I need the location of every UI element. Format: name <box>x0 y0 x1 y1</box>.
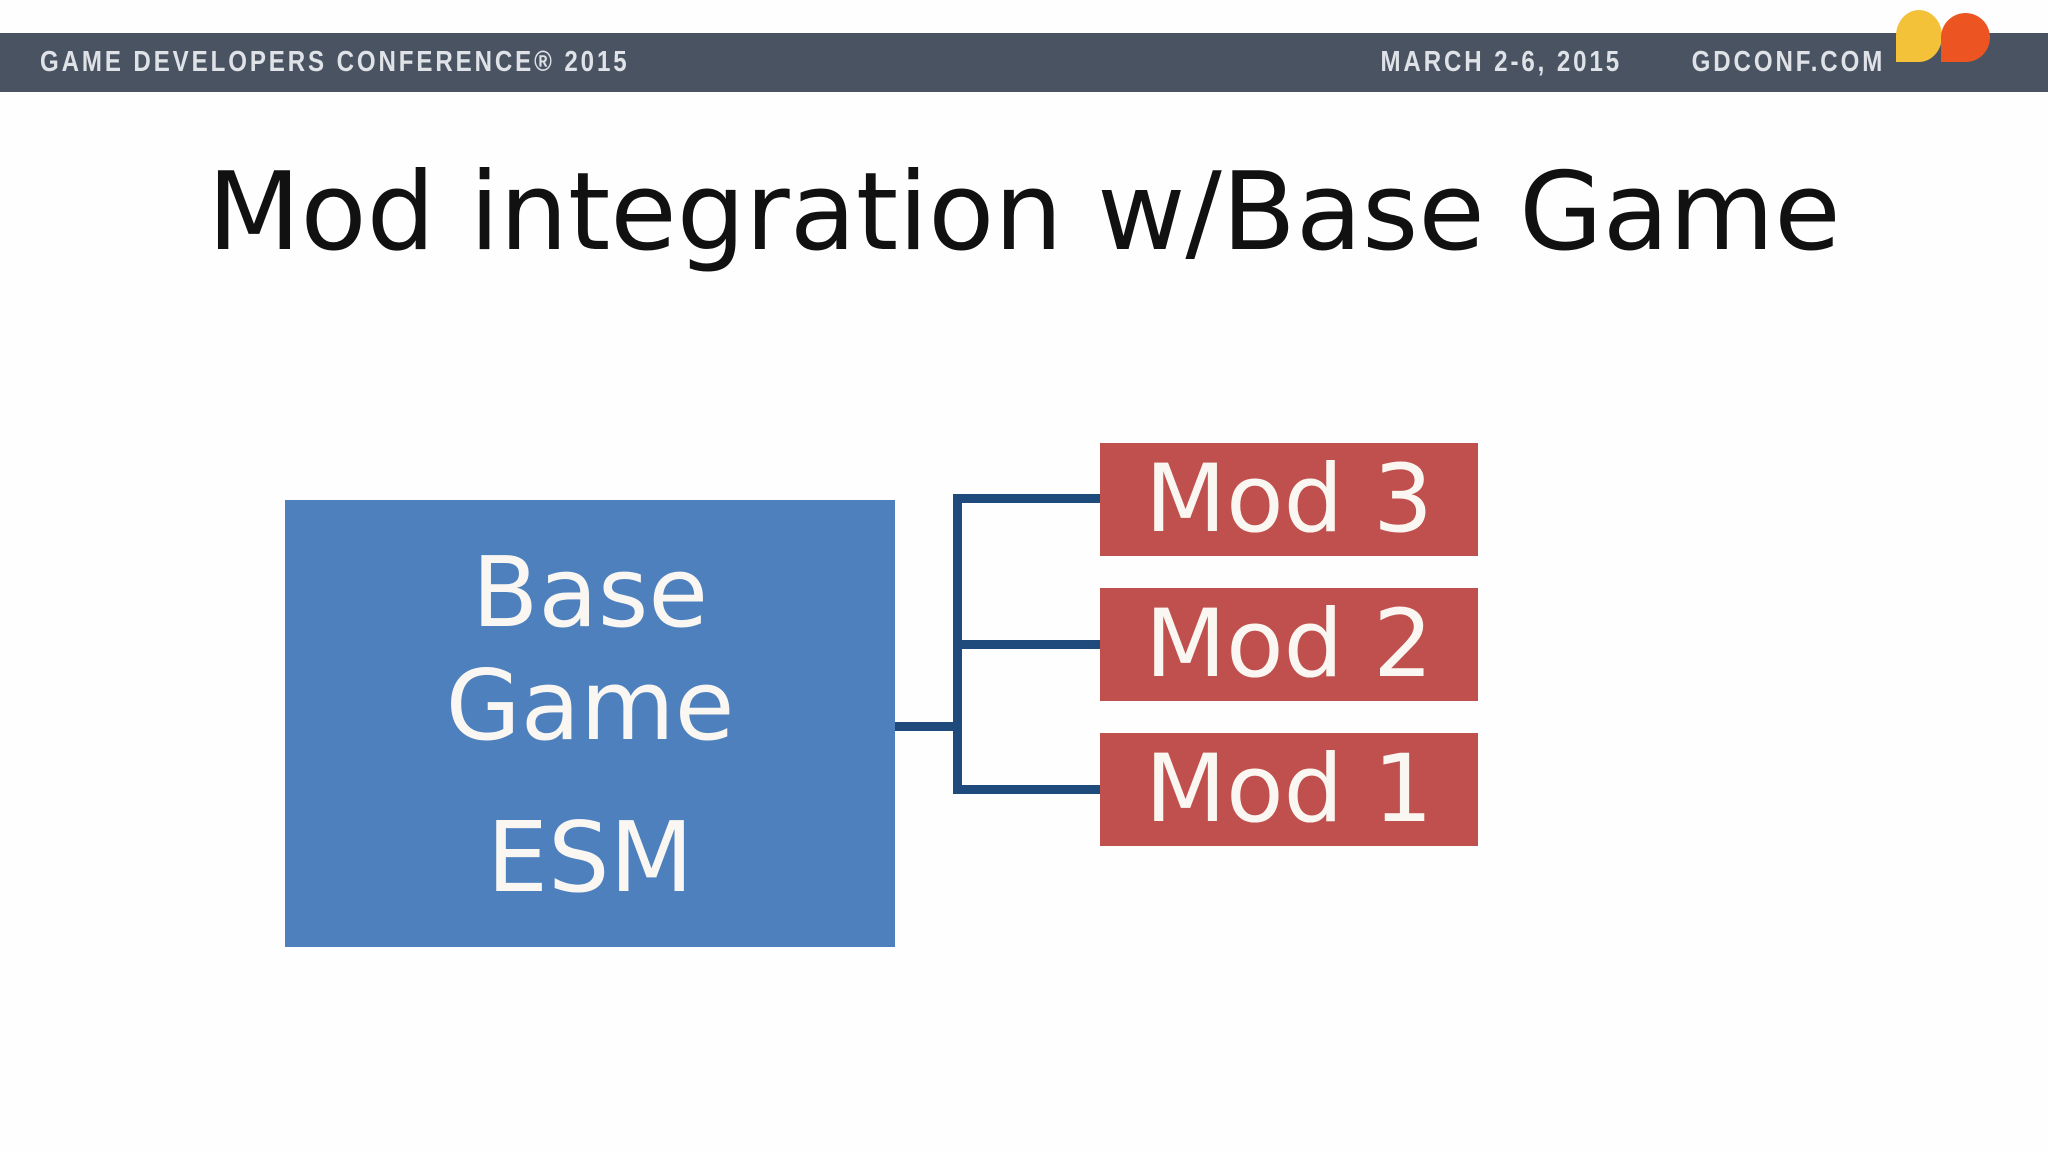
base-game-esm-label: ESM <box>486 800 694 914</box>
gdc-logo <box>1896 10 1996 65</box>
conference-name: GAME DEVELOPERS CONFERENCE® 2015 <box>40 46 630 78</box>
event-dates: MARCH 2-6, 2015 <box>1380 46 1622 78</box>
connector-branch-mod1 <box>953 785 1100 794</box>
conference-info-wrap: MARCH 2-6, 2015 GDCONF.COM <box>1331 33 1885 92</box>
base-game-label: Base Game <box>445 535 735 763</box>
conference-name-wrap: GAME DEVELOPERS CONFERENCE® 2015 <box>40 33 750 92</box>
event-website: GDCONF.COM <box>1691 46 1885 78</box>
connector-base-stub <box>895 722 962 731</box>
connector-branch-mod3 <box>953 494 1100 503</box>
connector-branch-mod2 <box>953 640 1100 649</box>
mod-label: Mod 2 <box>1145 590 1433 699</box>
mod-label: Mod 1 <box>1145 735 1433 844</box>
mod-box: Mod 2 <box>1100 588 1478 701</box>
base-game-box: Base Game ESM <box>285 500 895 947</box>
gdc-logo-yellow-blob-icon <box>1896 10 1942 62</box>
gdc-logo-orange-blob-icon <box>1941 13 1990 62</box>
mod-box: Mod 1 <box>1100 733 1478 846</box>
mod-box: Mod 3 <box>1100 443 1478 556</box>
mod-label: Mod 3 <box>1145 445 1433 554</box>
slide-title: Mod integration w/Base Game <box>207 150 1841 275</box>
conference-top-bar: GAME DEVELOPERS CONFERENCE® 2015 MARCH 2… <box>0 33 2048 92</box>
